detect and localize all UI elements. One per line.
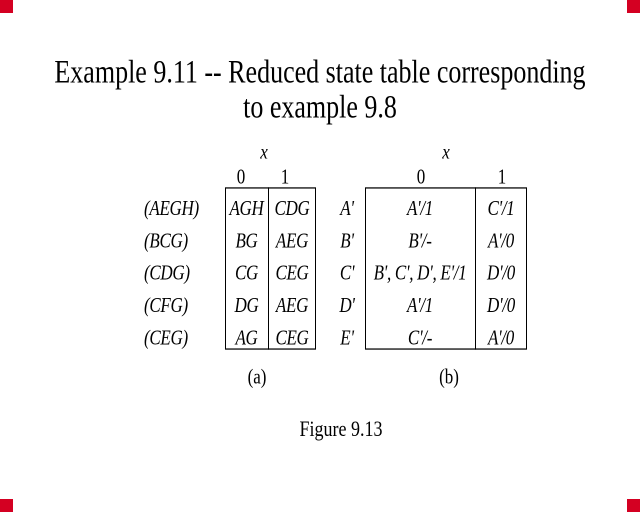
next-state-cell: CEG xyxy=(275,260,309,285)
next-state-cell: CEG xyxy=(275,325,309,350)
next-state-cell: DG xyxy=(234,293,259,318)
table-b-border xyxy=(365,187,527,350)
renamed-state-label: B' xyxy=(340,228,354,253)
renamed-state-label: A' xyxy=(340,196,354,220)
next-state-cell: CG xyxy=(234,260,259,285)
table-a-col-header-1: 1 xyxy=(280,164,290,189)
group-label: (AEGH) xyxy=(144,196,199,220)
next-state-output-cell: D'/0 xyxy=(487,260,515,285)
table-a-caption: (a) xyxy=(247,364,267,389)
next-state-output-cell: C'/- xyxy=(407,325,433,350)
group-label: (BCG) xyxy=(144,228,188,253)
table-a-group-labels: (AEGH) (BCG) (CDG) (CFG) (CEG) xyxy=(144,192,224,354)
renamed-state-label: D' xyxy=(339,293,355,318)
table-b-col0-cells: A'/1 B'/- B', C', D', E'/1 A'/1 C'/- xyxy=(365,192,475,354)
slide-title-line2: to example 9.8 xyxy=(243,88,397,125)
slide-title: Example 9.11 -- Reduced state table corr… xyxy=(0,53,640,125)
next-state-cell: CDG xyxy=(274,196,310,220)
next-state-cell: AEG xyxy=(275,293,309,318)
next-state-output-cell: A'/1 xyxy=(406,293,434,318)
table-b-input-variable-label: x xyxy=(442,139,450,164)
group-label: (CFG) xyxy=(144,293,188,318)
table-a-column-divider xyxy=(268,187,269,350)
next-state-output-cell: A'/0 xyxy=(487,325,515,350)
next-state-output-cell: C'/1 xyxy=(487,196,515,220)
next-state-output-cell: D'/0 xyxy=(487,293,515,318)
next-state-cell: BG xyxy=(235,228,258,253)
figure-caption: Figure 9.13 xyxy=(299,415,383,441)
table-a-border xyxy=(225,187,316,350)
renamed-state-label: E' xyxy=(340,325,354,350)
next-state-output-cell: B', C', D', E'/1 xyxy=(373,260,467,285)
group-label: (CEG) xyxy=(144,325,188,350)
table-a-col-header-0: 0 xyxy=(236,164,246,189)
table-b-col1-cells: C'/1 A'/0 D'/0 D'/0 A'/0 xyxy=(475,192,527,354)
next-state-cell: AG xyxy=(235,325,258,350)
next-state-cell: AGH xyxy=(229,196,264,220)
next-state-output-cell: A'/0 xyxy=(487,228,515,253)
table-a-input-variable-label: x xyxy=(260,139,268,164)
table-b-col-header-0: 0 xyxy=(416,164,426,189)
table-a-col1-cells: CDG AEG CEG AEG CEG xyxy=(268,192,316,354)
corner-marker-top-left xyxy=(0,0,13,13)
slide-title-line1: Example 9.11 -- Reduced state table corr… xyxy=(54,53,586,90)
corner-marker-top-right xyxy=(627,0,640,13)
renamed-state-label: C' xyxy=(339,260,355,285)
table-b-column-divider xyxy=(475,187,476,350)
next-state-cell: AEG xyxy=(275,228,309,253)
corner-marker-bottom-right xyxy=(627,499,640,512)
next-state-output-cell: A'/1 xyxy=(406,196,434,220)
group-label: (CDG) xyxy=(144,260,190,285)
corner-marker-bottom-left xyxy=(0,499,13,512)
table-b-col-header-1: 1 xyxy=(497,164,507,189)
renamed-state-labels: A' B' C' D' E' xyxy=(327,192,367,354)
table-a-col0-cells: AGH BG CG DG AG xyxy=(225,192,268,354)
table-b-caption: (b) xyxy=(439,364,459,389)
next-state-output-cell: B'/- xyxy=(408,228,432,253)
